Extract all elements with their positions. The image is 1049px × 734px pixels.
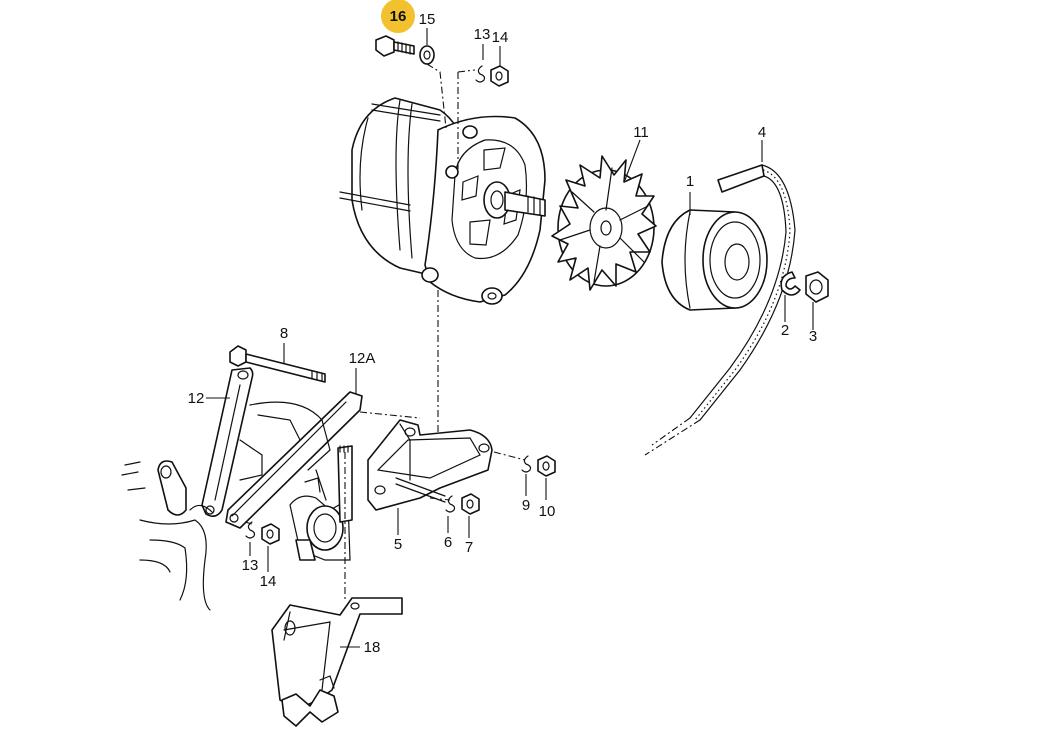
nut-7[interactable] <box>461 493 480 515</box>
label-6: 6 <box>444 534 452 551</box>
label-5: 5 <box>394 536 402 553</box>
clip-6[interactable] <box>445 495 456 513</box>
v-belt[interactable] <box>644 164 796 456</box>
fan[interactable] <box>551 155 657 291</box>
clip-13-lower[interactable] <box>245 521 256 539</box>
label-15: 15 <box>419 11 436 28</box>
nut-10[interactable] <box>537 455 556 477</box>
label-4: 4 <box>758 124 766 141</box>
label-14-top: 14 <box>492 29 509 46</box>
label-12: 12 <box>188 390 205 407</box>
label-12a: 12A <box>349 350 376 367</box>
clip-9[interactable] <box>521 455 532 473</box>
label-3: 3 <box>809 328 817 345</box>
label-13-top: 13 <box>474 26 491 43</box>
label-16: 16 <box>390 8 407 25</box>
long-bolt-8[interactable] <box>229 345 326 383</box>
bracket-18[interactable] <box>271 597 403 727</box>
clip-13-top[interactable] <box>475 65 486 83</box>
pulley-nut[interactable] <box>805 271 829 303</box>
bracket-5[interactable] <box>367 419 493 511</box>
label-2: 2 <box>781 322 789 339</box>
label-10: 10 <box>539 503 556 520</box>
label-11: 11 <box>633 124 649 141</box>
label-9: 9 <box>522 497 530 514</box>
strap-12[interactable] <box>201 367 254 518</box>
bolt-16[interactable] <box>375 35 415 57</box>
callout-16-highlight[interactable]: 16 <box>381 0 415 33</box>
circlip[interactable] <box>780 271 801 296</box>
label-13-lower: 13 <box>242 557 259 574</box>
label-18: 18 <box>364 639 381 656</box>
pulley[interactable] <box>661 209 768 311</box>
label-1: 1 <box>686 173 694 190</box>
label-14-lower: 14 <box>260 573 277 590</box>
nut-14-top[interactable] <box>490 65 509 87</box>
label-7: 7 <box>465 539 473 556</box>
link-12a[interactable] <box>225 391 363 529</box>
engine-block-section <box>121 401 353 611</box>
washer-15[interactable] <box>419 45 435 65</box>
label-8: 8 <box>280 325 288 342</box>
highlight-circle <box>381 0 415 33</box>
alternator[interactable] <box>339 97 546 305</box>
nut-14-lower[interactable] <box>261 523 280 545</box>
